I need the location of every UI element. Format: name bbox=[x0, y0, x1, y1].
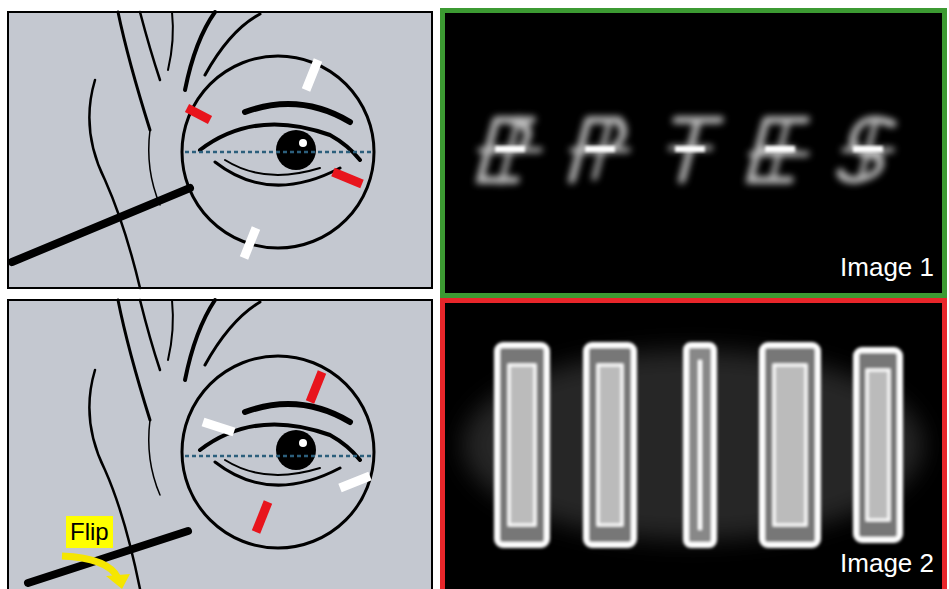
image-label: Image 2 bbox=[840, 549, 934, 579]
image-panel: Image 1 bbox=[440, 8, 947, 298]
flip-label: Flip bbox=[70, 518, 109, 546]
image-label: Image 1 bbox=[840, 253, 934, 283]
flip-tag: Flip bbox=[66, 516, 113, 548]
image-panel: Image 2 bbox=[440, 298, 947, 589]
